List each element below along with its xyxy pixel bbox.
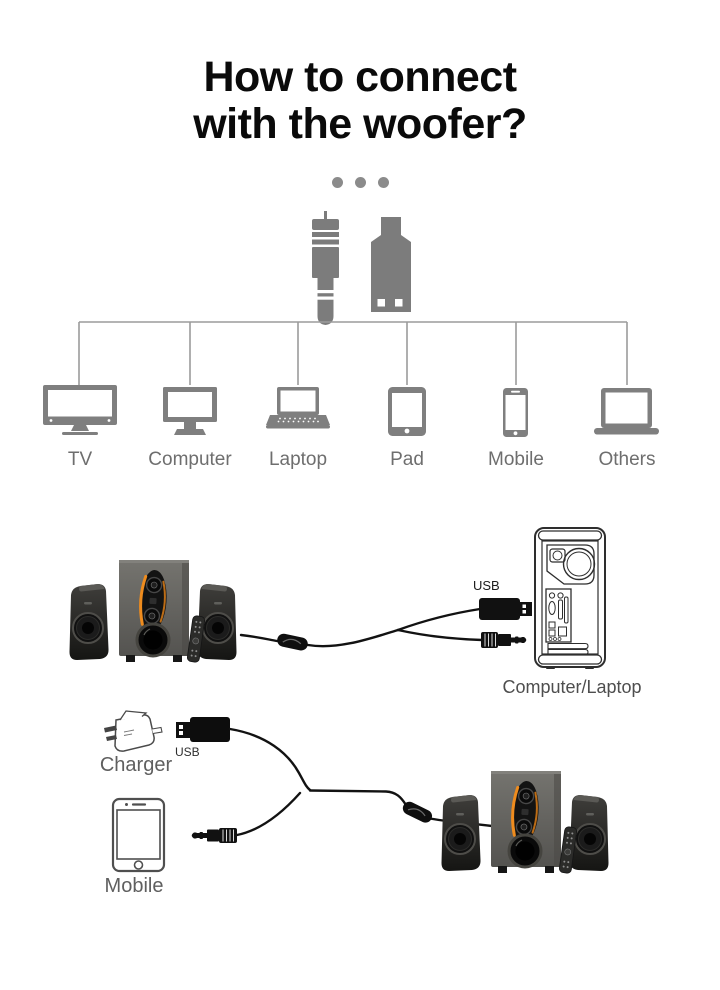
- title-line-2: with the woofer?: [193, 100, 527, 148]
- speaker-set: [70, 560, 237, 663]
- device-label-computer: Computer: [148, 449, 232, 470]
- aux-jack-icon: [312, 211, 339, 325]
- usb-plug-icon: [371, 217, 411, 312]
- charger-label: Charger: [99, 754, 173, 776]
- laptop-icon: [266, 387, 330, 429]
- usb-label-computer-section: USB: [473, 578, 500, 593]
- usb-label-mobile-section: USB: [175, 745, 200, 759]
- dot-icon: [354, 177, 366, 188]
- tablet-icon: [388, 387, 426, 436]
- pc-tower-rear-drawing: [534, 527, 606, 669]
- usb-cable-plug: [479, 598, 532, 620]
- device-label-others: Others: [598, 449, 656, 470]
- laptop-generic-icon: [594, 388, 659, 435]
- mobile-label: Mobile: [104, 875, 164, 897]
- computer-monitor-icon: [163, 387, 217, 435]
- dot-icon: [377, 177, 389, 188]
- device-label-tv: TV: [67, 449, 93, 470]
- dot-icon: [331, 177, 343, 188]
- tv-icon: [43, 385, 117, 435]
- computer-laptop-label: Computer/Laptop: [502, 677, 642, 697]
- aux-cable-plug: [481, 632, 527, 648]
- speaker-set: [442, 771, 609, 874]
- device-label-mobile: Mobile: [488, 449, 544, 470]
- wall-charger-drawing: [104, 710, 163, 752]
- phone-icon: [503, 388, 528, 437]
- device-label-pad: Pad: [390, 449, 424, 470]
- title-line-1: How to connect: [203, 53, 517, 101]
- computer-connection-cable: [239, 607, 484, 648]
- smartphone-drawing: [111, 797, 166, 873]
- device-label-laptop: Laptop: [268, 449, 328, 470]
- usb-cable-plug: [176, 717, 230, 742]
- inline-volume-control: [277, 633, 308, 651]
- three-dots-divider: [0, 177, 720, 189]
- inline-volume-control: [402, 801, 433, 823]
- page-title: How to connect with the woofer?: [0, 54, 720, 148]
- aux-cable-plug: [191, 828, 237, 843]
- tree-lines: [78, 321, 628, 385]
